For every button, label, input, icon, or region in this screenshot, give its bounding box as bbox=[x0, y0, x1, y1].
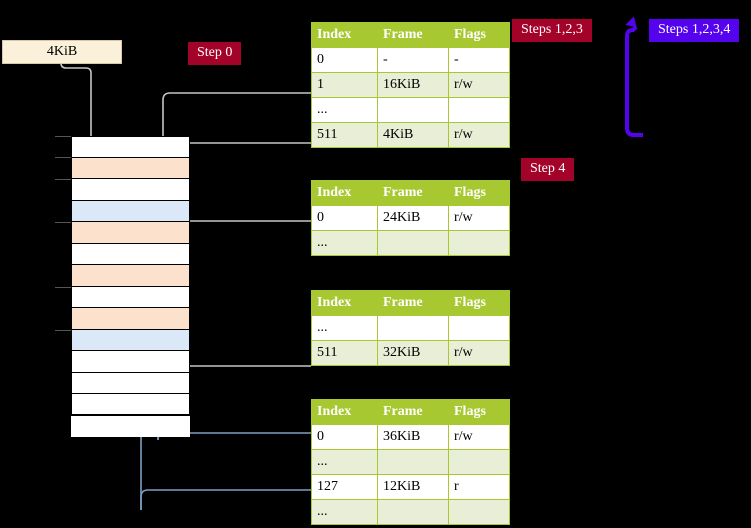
table-cell bbox=[448, 97, 510, 123]
table-cell: ... bbox=[311, 499, 378, 525]
table-cell: ... bbox=[311, 97, 378, 123]
table-cell: 12KiB bbox=[377, 474, 449, 500]
connector-table1-row511-to-memory bbox=[177, 142, 311, 165]
table-cell bbox=[377, 449, 449, 475]
table-cell: r/w bbox=[448, 122, 510, 148]
column-header-index: Index bbox=[311, 22, 378, 48]
table-cell bbox=[448, 499, 510, 525]
memory-frame-row bbox=[71, 179, 190, 201]
table-cell: ... bbox=[311, 449, 378, 475]
table-cell: 32KiB bbox=[377, 340, 449, 366]
table-cell: - bbox=[377, 47, 449, 73]
memory-frame-row bbox=[71, 394, 190, 416]
table-row[interactable]: ... bbox=[311, 499, 510, 525]
column-header-frame: Frame bbox=[377, 399, 449, 425]
column-header-flags: Flags bbox=[448, 180, 510, 206]
table-cell: r/w bbox=[448, 72, 510, 98]
table-cell bbox=[377, 315, 449, 341]
memory-tick-mark bbox=[55, 136, 71, 137]
memory-tick-mark bbox=[55, 179, 71, 180]
memory-frame-row bbox=[71, 329, 190, 351]
table-cell: 36KiB bbox=[377, 424, 449, 450]
table-cell bbox=[448, 315, 510, 341]
column-header-frame: Frame bbox=[377, 22, 449, 48]
memory-frame-row bbox=[71, 308, 190, 330]
table-row[interactable]: ... bbox=[311, 230, 510, 256]
badge-steps-123: Steps 1,2,3 bbox=[512, 19, 592, 42]
violet-bracket-arrow bbox=[625, 16, 643, 137]
column-header-frame: Frame bbox=[377, 180, 449, 206]
memory-frame-row bbox=[71, 286, 190, 308]
column-header-index: Index bbox=[311, 180, 378, 206]
table-cell: 511 bbox=[311, 340, 378, 366]
table-cell bbox=[448, 230, 510, 256]
table-cell: r bbox=[448, 474, 510, 500]
table-cell: r/w bbox=[448, 205, 510, 231]
table-row[interactable]: 0-- bbox=[311, 47, 510, 73]
table-cell: ... bbox=[311, 230, 378, 256]
connector-table3-row511-to-memory bbox=[174, 305, 311, 367]
table-cell: 16KiB bbox=[377, 72, 449, 98]
table-cell: 511 bbox=[311, 122, 378, 148]
memory-frame-row bbox=[71, 243, 190, 265]
badge-step-4: Step 4 bbox=[521, 158, 575, 181]
memory-tick-mark bbox=[55, 222, 71, 223]
memory-frame-row bbox=[71, 157, 190, 179]
column-header-flags: Flags bbox=[448, 399, 510, 425]
table-cell bbox=[377, 97, 449, 123]
memory-frame-row bbox=[71, 415, 190, 437]
memory-frame-row bbox=[71, 351, 190, 373]
memory-tick-mark bbox=[55, 157, 71, 158]
table-cell: - bbox=[448, 47, 510, 73]
column-header-frame: Frame bbox=[377, 290, 449, 316]
memory-tick-mark bbox=[55, 330, 71, 331]
table-cell: 127 bbox=[311, 474, 378, 500]
table-cell: ... bbox=[311, 315, 378, 341]
badge-steps-1234: Steps 1,2,3,4 bbox=[649, 19, 740, 42]
column-header-flags: Flags bbox=[448, 22, 510, 48]
memory-frame-row bbox=[71, 372, 190, 394]
memory-frame-row bbox=[71, 265, 190, 287]
memory-tick-mark bbox=[55, 287, 71, 288]
column-header-index: Index bbox=[311, 290, 378, 316]
table-cell: 0 bbox=[311, 424, 378, 450]
column-header-index: Index bbox=[311, 399, 378, 425]
table-row[interactable]: ... bbox=[311, 315, 510, 341]
table-cell: 0 bbox=[311, 205, 378, 231]
column-header-flags: Flags bbox=[448, 290, 510, 316]
table-cell: r/w bbox=[448, 424, 510, 450]
memory-frame-row bbox=[71, 222, 190, 244]
memory-frame-row bbox=[71, 136, 190, 158]
table-cell: 0 bbox=[311, 47, 378, 73]
badge-step-0: Step 0 bbox=[188, 42, 242, 65]
table-row[interactable]: ... bbox=[311, 97, 510, 123]
table-cell: r/w bbox=[448, 340, 510, 366]
table-cell bbox=[377, 499, 449, 525]
table-cell bbox=[448, 449, 510, 475]
table-row[interactable]: ... bbox=[311, 449, 510, 475]
memory-column-outline bbox=[71, 136, 190, 415]
connector-table2-row0-to-memory bbox=[176, 220, 311, 265]
memory-frame-row bbox=[71, 200, 190, 222]
table-cell: 24KiB bbox=[377, 205, 449, 231]
table-cell: 4KiB bbox=[377, 122, 449, 148]
table-cell: 1 bbox=[311, 72, 378, 98]
frame-size-label: 4KiB bbox=[46, 44, 78, 59]
table-cell bbox=[377, 230, 449, 256]
frame-size-box: 4KiB bbox=[2, 40, 122, 64]
